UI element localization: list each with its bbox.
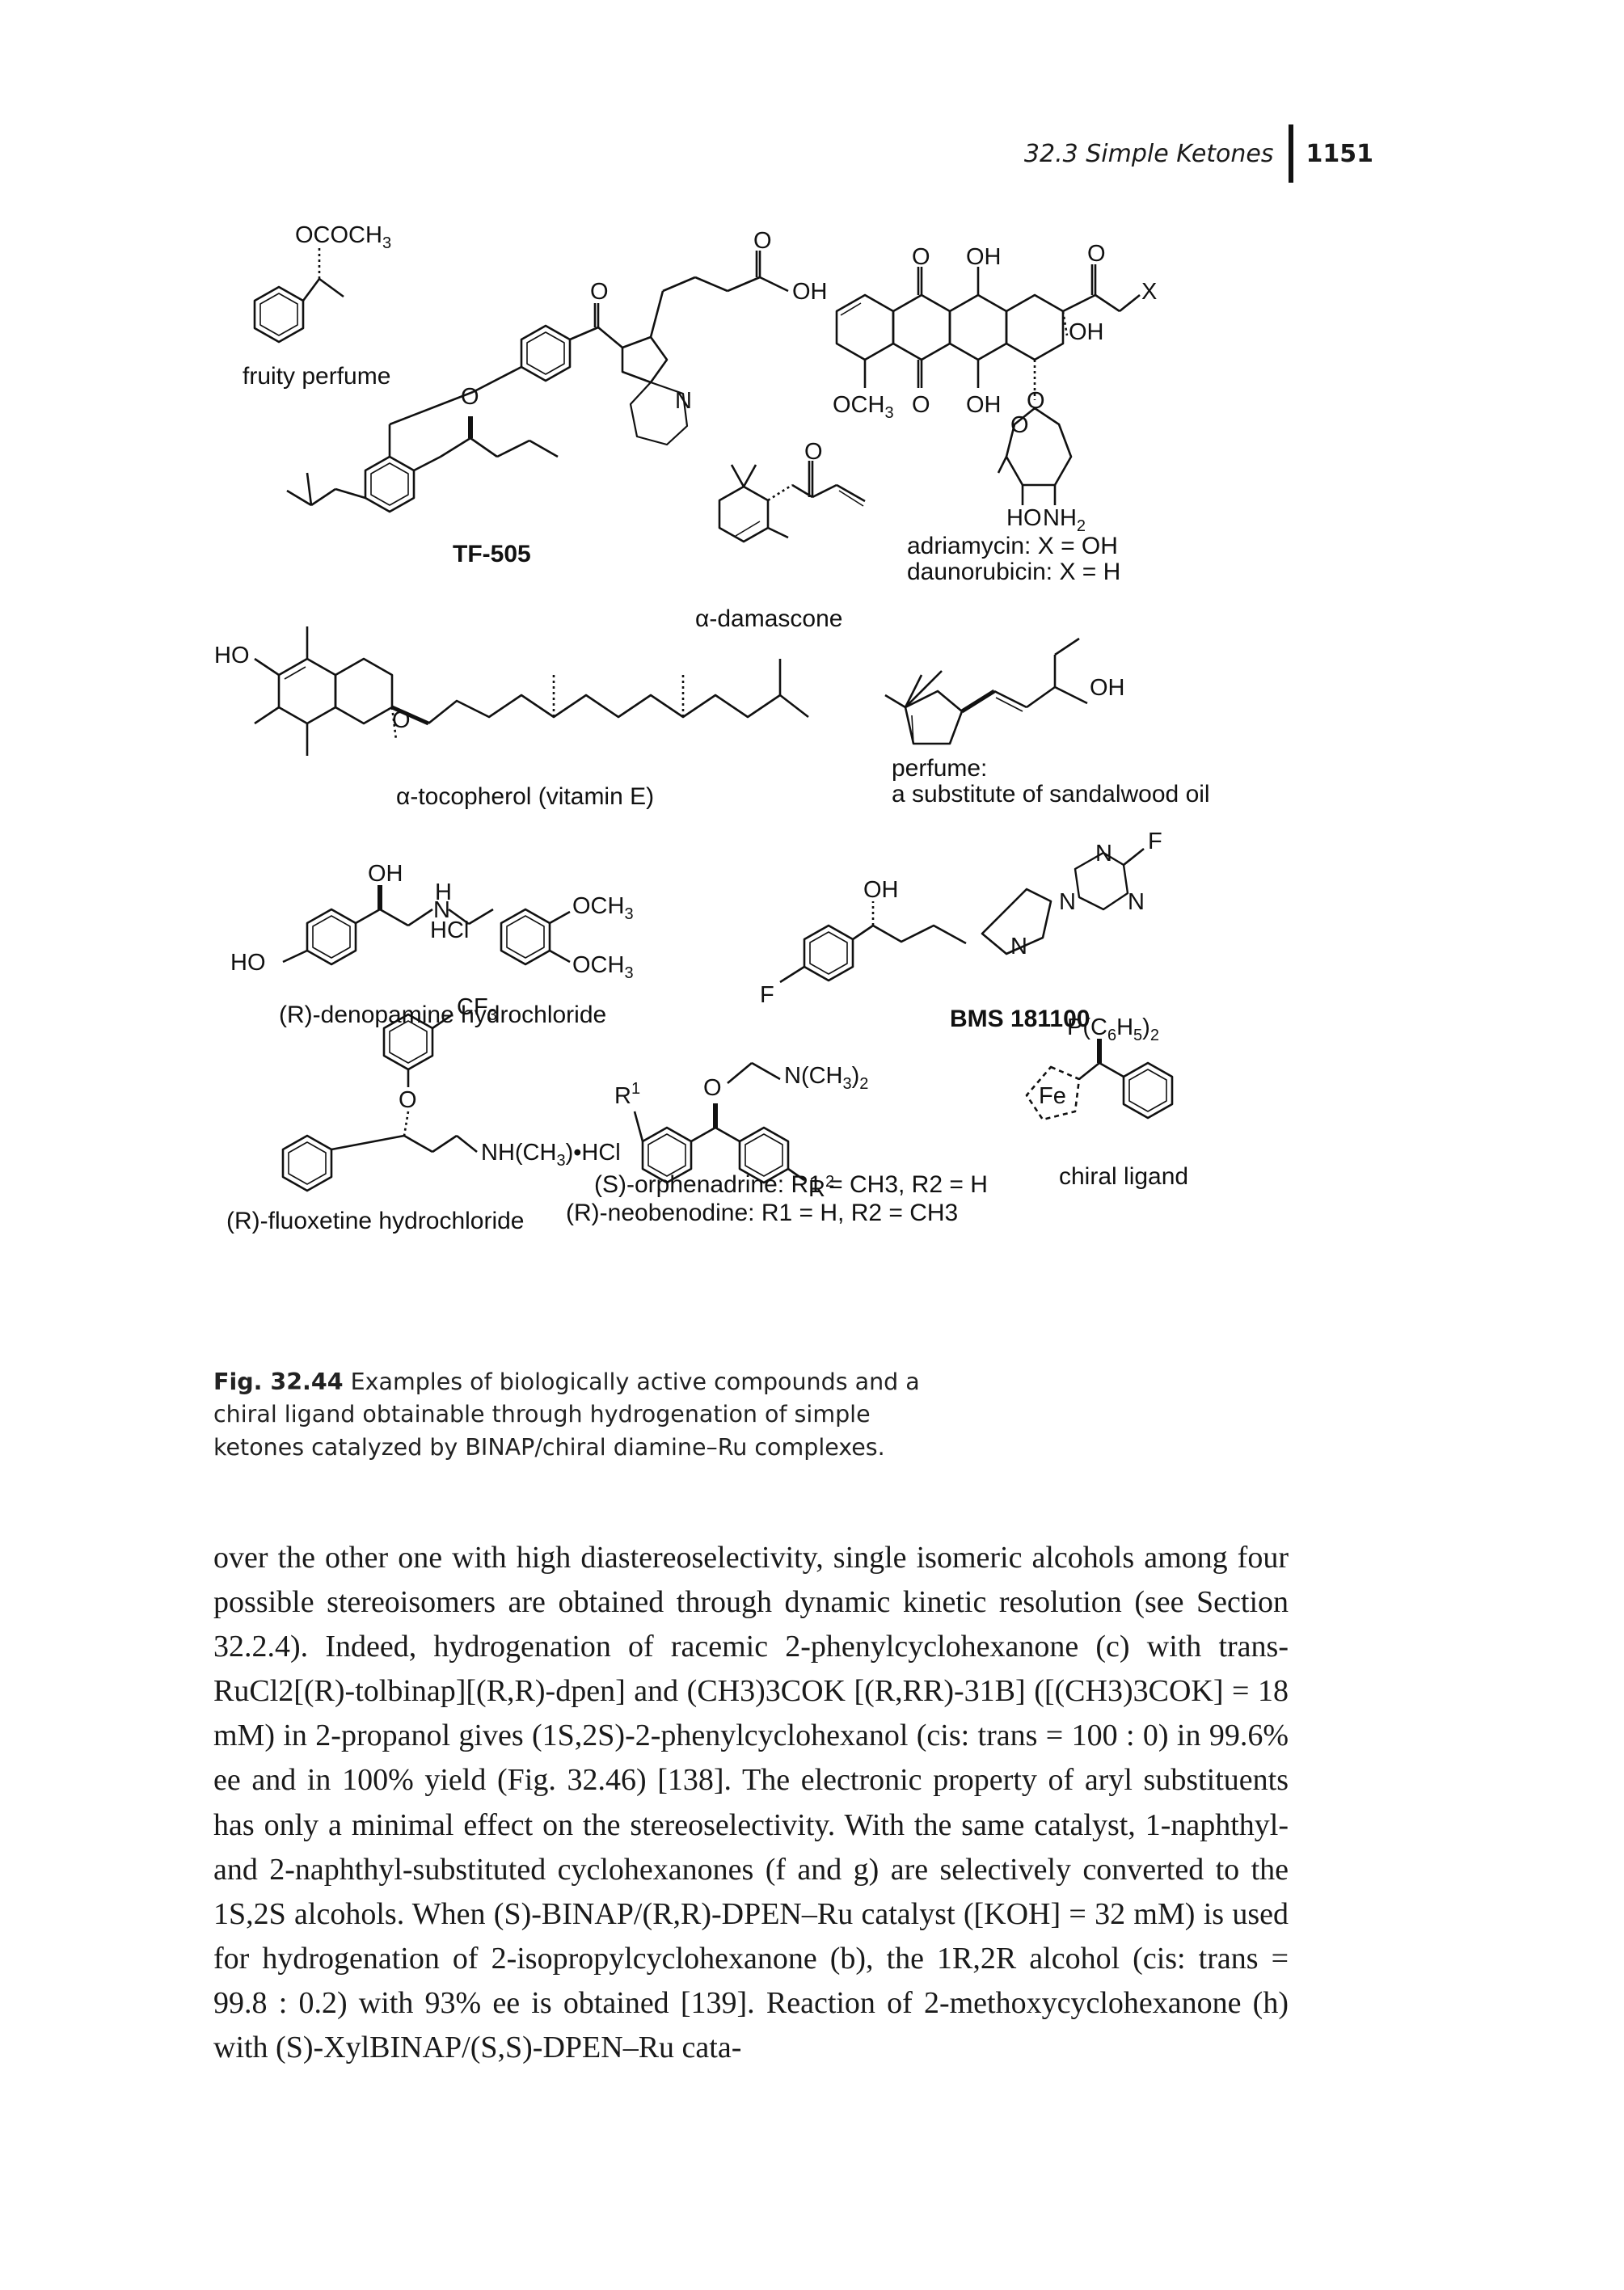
orphenadrine-label: (S)-orphenadrine: R1 = CH3, R2 = H [594,1171,988,1198]
damascone-o-label: O [804,439,823,465]
chiral-ligand-structure [1025,1039,1174,1121]
r1-label: R1 [614,1080,640,1109]
structures-drawing: OCOCH3 OH O O N O O OH O X OH OCH3 O OH … [214,222,1210,1234]
anthra-o2-label: O [912,392,930,418]
sandalwood-label-2: a substitute of sandalwood oil [892,781,1210,808]
caption-text: Examples of biologically active compound… [213,1369,920,1461]
page-number: 1151 [1306,139,1374,168]
acid-carbonyl-o-label: O [753,228,772,254]
pyrimidine-n2-label: N [1128,889,1145,915]
header-divider [1288,124,1293,183]
damascone-structure [718,461,866,543]
denopamine-methoxy2-label: OCH3 [572,952,634,982]
denopamine-label: (R)-denopamine hydrochloride [279,1002,606,1028]
chiral-ligand-label: chiral ligand [1059,1163,1188,1190]
figure-number: Fig. 32.44 [213,1369,344,1395]
glycoside-o-label: O [1027,388,1045,414]
body-text: over the other one with high diastereose… [213,1536,1289,2070]
chroman-o-label: O [392,707,411,733]
sandalwood-oh-label: OH [1090,675,1125,701]
fluoxetine-o-label: O [399,1087,417,1113]
fruity-perfume-structure [253,247,344,344]
figure-caption: Fig. 32.44 Examples of biologically acti… [213,1366,925,1464]
denopamine-structure [282,885,571,966]
denopamine-ho-label: HO [230,950,266,976]
sandalwood-structure [884,637,1088,745]
denopamine-methoxy1-label: OCH3 [572,893,634,923]
x-group-label: X [1141,279,1157,305]
phosphine-label: P(C6H5)2 [1067,1014,1159,1044]
sugar-ring-o-label: O [1010,412,1029,438]
anthra-o-label: O [912,244,930,270]
piperazine-n2-label: N [1010,934,1027,959]
anthra-oh-label: OH [966,244,1002,270]
denopamine-hcl-label: HCl [430,917,469,943]
daunorubicin-label: daunorubicin: X = H [907,559,1120,585]
r2-label: R2 [808,1173,834,1202]
bms-f-label: F [760,982,774,1008]
orphenadrine-o-label: O [703,1075,722,1101]
adriamycin-label: adriamycin: X = OH [907,533,1118,559]
indolizine-n-label: N [675,388,692,414]
section-title: 32.3 Simple Ketones [1023,139,1274,168]
bms-oh-label: OH [863,877,899,903]
ferrocene-fe-label: Fe [1039,1083,1066,1109]
denopamine-n-label: N [433,897,450,923]
orphenadrine-amine-label: N(CH3)2 [784,1063,868,1093]
denopamine-h-label: H [435,879,452,905]
tf505-label: TF-505 [453,541,531,567]
methoxy-label: OCH3 [833,392,894,422]
cf3-label: CF3 [457,994,497,1024]
adria-ketone-o-label: O [1087,241,1106,267]
acetate-group: OCOCH3 [295,222,391,252]
fluoxetine-amine-label: NH(CH3)•HCl [481,1140,621,1170]
fluoxetine-structure [281,1013,478,1192]
denopamine-oh-label: OH [368,861,403,887]
neobenodine-label: (R)-neobenodine: R1 = H, R2 = CH3 [566,1200,958,1226]
adria-oh-label: OH [1069,319,1104,345]
pyrimidine-n1-label: N [1095,841,1112,867]
sugar-nh2-label: NH2 [1043,505,1086,535]
sugar-ho-label: HO [1006,505,1042,531]
phenol-ho-label: HO [214,643,250,668]
sandalwood-label-1: perfume: [892,755,987,782]
damascone-label: α-damascone [695,605,842,632]
ketone-o-label: O [590,279,609,305]
running-header: 32.3 Simple Ketones 1151 [1023,124,1374,183]
fruity-perfume-label: fruity perfume [243,363,390,390]
acid-oh-label: OH [792,279,828,305]
bms-181100-structure [779,847,1145,984]
bms-label: BMS 181100 [950,1006,1090,1032]
tocopherol-label: α-tocopherol (vitamin E) [396,783,654,810]
tf505-structure [286,251,789,513]
fluoxetine-label: (R)-fluoxetine hydrochloride [226,1208,525,1234]
anthra-oh2-label: OH [966,392,1002,418]
pyrimidine-f-label: F [1148,829,1162,854]
ether-o-label: O [461,384,479,410]
orphenadrine-structure [633,1061,805,1184]
piperazine-n1-label: N [1059,889,1076,915]
figure-32-44: OCOCH3 OH O O N O O OH O X OH OCH3 O OH … [210,206,1237,1354]
paragraph: over the other one with high diastereose… [213,1541,1289,2065]
adriamycin-structure [835,264,1141,505]
tocopherol-structure [254,626,809,756]
